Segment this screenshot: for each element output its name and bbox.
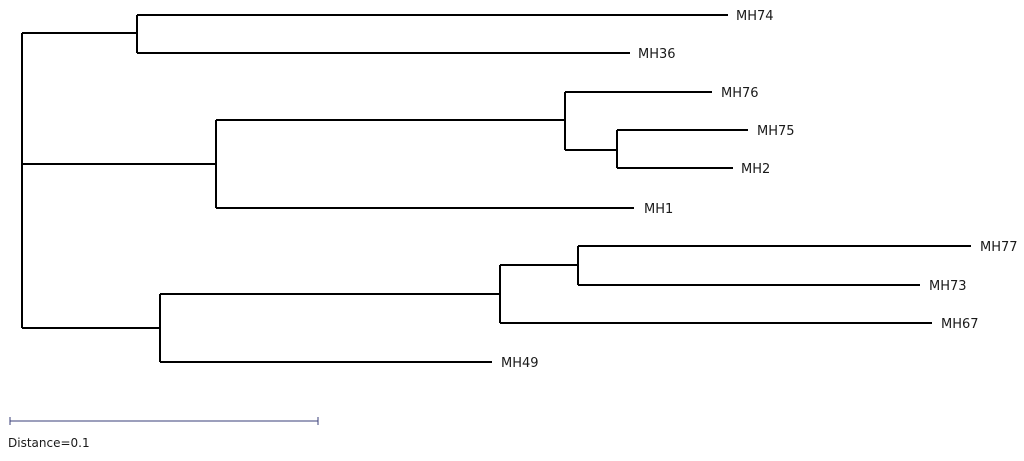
leaf-label-mh77: MH77	[980, 240, 1018, 255]
scale-bar-label: Distance=0.1	[8, 436, 90, 450]
leaf-label-mh49: MH49	[501, 356, 539, 371]
leaf-label-mh75: MH75	[757, 124, 795, 139]
leaf-label-mh74: MH74	[736, 9, 774, 24]
leaf-label-mh67: MH67	[941, 317, 979, 332]
scale-bar: Distance=0.1	[8, 417, 319, 450]
leaf-label-mh36: MH36	[638, 47, 676, 62]
leaf-label-mh2: MH2	[741, 162, 770, 177]
leaf-label-mh76: MH76	[721, 86, 759, 101]
leaf-label-mh1: MH1	[644, 202, 673, 217]
leaf-label-mh73: MH73	[929, 279, 967, 294]
